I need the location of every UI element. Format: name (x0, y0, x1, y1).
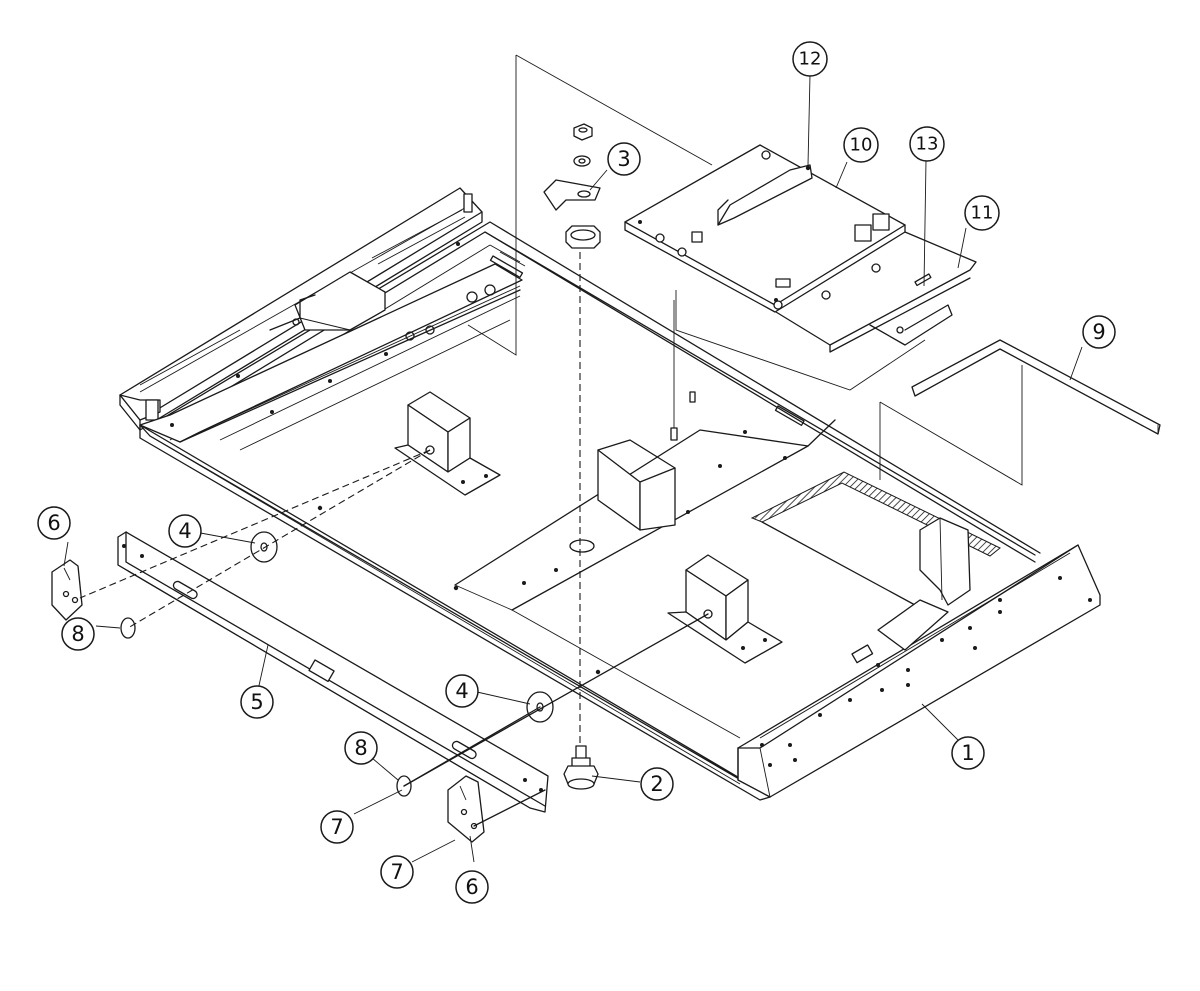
callout-8-left-label: 8 (71, 622, 84, 646)
callout-3: 3 (607, 142, 641, 176)
part-5-bar (117, 531, 549, 813)
callout-4-right: 4 (445, 674, 479, 708)
callout-1: 1 (951, 736, 985, 770)
front-panel-holes (760, 576, 1092, 767)
part-9-rod (911, 339, 1161, 435)
callout-12: 12 (792, 41, 828, 77)
callout-3-label: 3 (617, 147, 630, 171)
assembly-lines (79, 230, 709, 827)
callout-7-upper-label: 7 (330, 815, 343, 839)
callout-9-label: 9 (1092, 320, 1105, 344)
callout-6-left: 6 (37, 506, 71, 540)
part-11-plate (775, 231, 977, 353)
callout-2-label: 2 (650, 772, 663, 796)
standoffs (670, 300, 696, 441)
leader-lines (63, 74, 1083, 863)
callout-6-right-label: 6 (465, 875, 478, 899)
part-6-plate-left (51, 559, 83, 621)
callout-13-label: 13 (916, 134, 939, 155)
callout-9: 9 (1082, 315, 1116, 349)
base-frame (119, 187, 1101, 801)
part-2-foot (563, 745, 599, 790)
callout-10-label: 10 (850, 135, 873, 156)
board-plane-outline (467, 54, 1023, 486)
callout-6-right: 6 (455, 870, 489, 904)
callout-13: 13 (909, 126, 945, 162)
callout-7-upper: 7 (320, 810, 354, 844)
mount-bracket-left (394, 391, 501, 496)
callout-4-left-label: 4 (178, 519, 191, 543)
callout-6-left-label: 6 (47, 511, 60, 535)
callout-4-left: 4 (168, 514, 202, 548)
callout-5: 5 (240, 685, 274, 719)
callout-7-lower: 7 (380, 855, 414, 889)
part-10-pcb (624, 144, 906, 313)
callout-8-right: 8 (344, 731, 378, 765)
part-8-washer-left (120, 617, 136, 639)
callout-11: 11 (964, 195, 1000, 231)
mount-bracket-right (667, 554, 783, 664)
callout-2: 2 (640, 767, 674, 801)
callout-12-label: 12 (799, 49, 822, 70)
callout-5-label: 5 (250, 690, 263, 714)
callout-4-right-label: 4 (455, 679, 468, 703)
callout-11-label: 11 (971, 203, 994, 224)
callout-8-right-label: 8 (354, 736, 367, 760)
callout-10: 10 (843, 127, 879, 163)
callout-8-left: 8 (61, 617, 95, 651)
callout-1-label: 1 (961, 741, 974, 765)
part-3-hardware (543, 123, 601, 249)
callout-7-lower-label: 7 (390, 860, 403, 884)
part-6-plate-right (447, 775, 485, 843)
part-4-washer-left (250, 531, 278, 563)
